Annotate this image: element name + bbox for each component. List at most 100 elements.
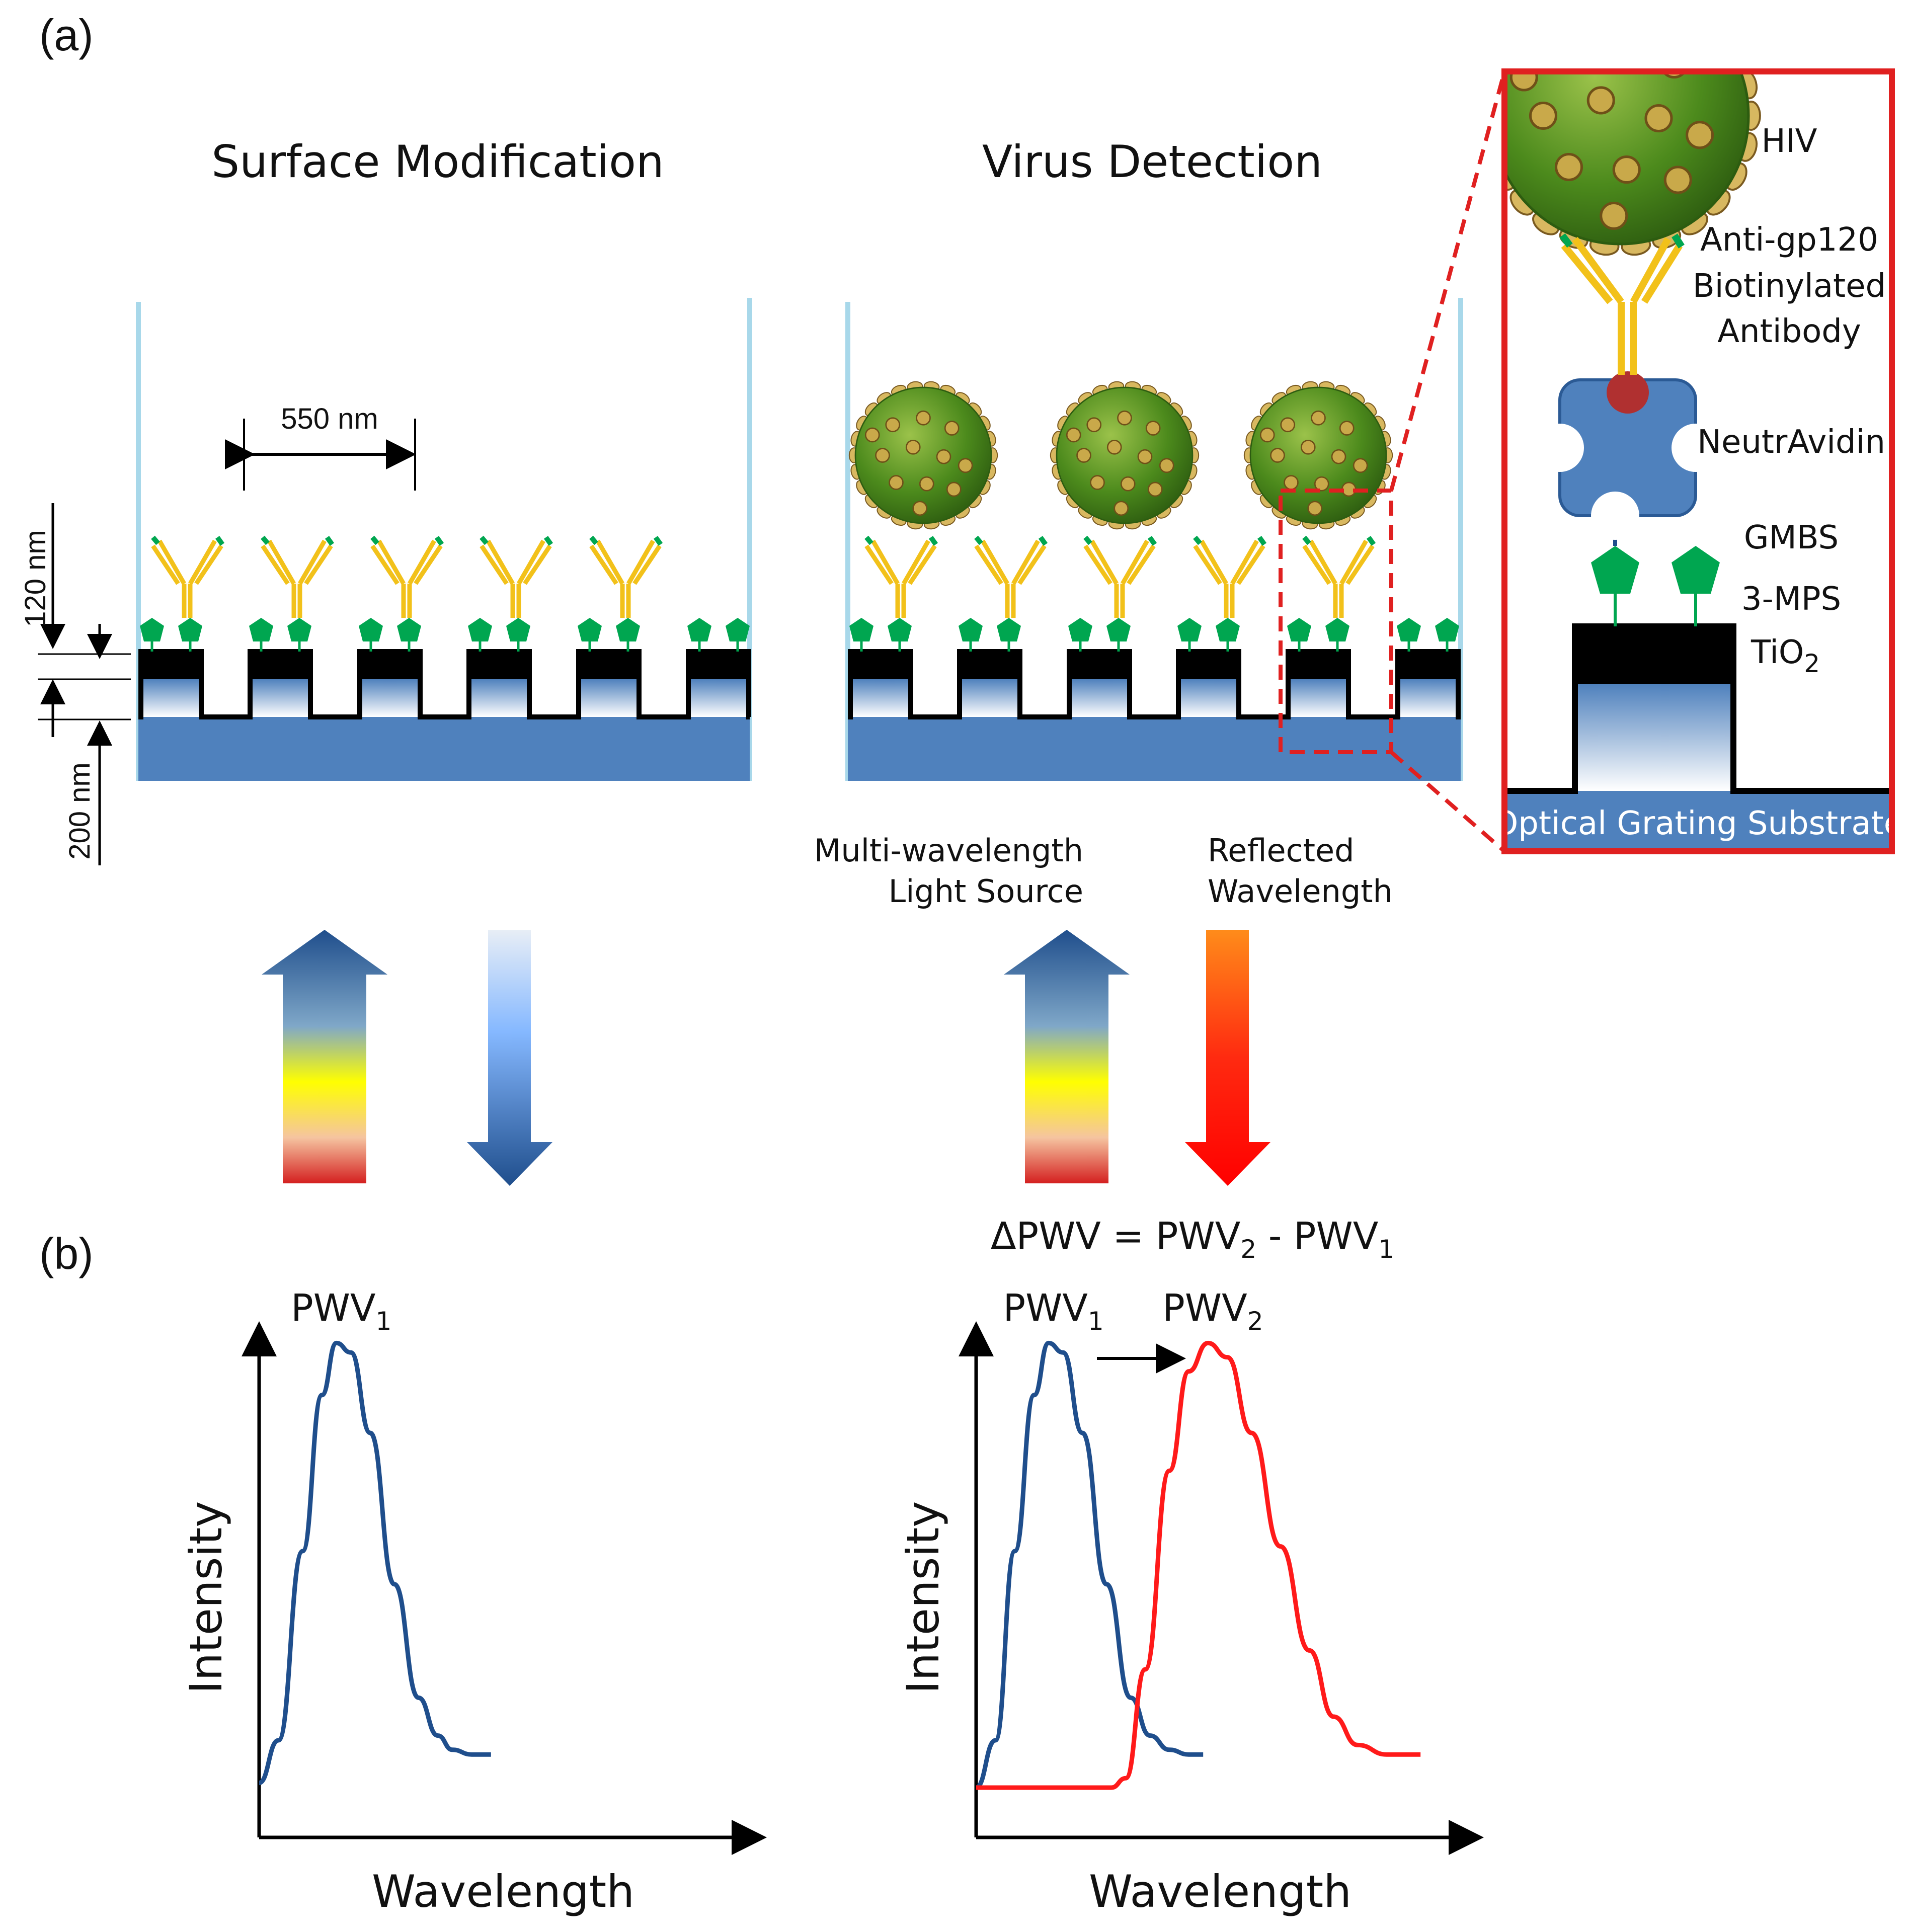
tio2-cap: [1178, 652, 1239, 679]
linker: [468, 618, 492, 652]
tio2-cap: [579, 652, 639, 679]
peak-label-text: PWV: [1162, 1286, 1247, 1330]
peak-label-2: PWV2: [1162, 1286, 1263, 1336]
reflected-light-arrow-left: [467, 930, 552, 1186]
tio2-cap: [1398, 652, 1458, 679]
spectrum-series-1: [975, 1340, 1204, 1790]
surface-modification-title: Surface Modification: [211, 136, 664, 188]
biotinylated-antibody: [1559, 233, 1685, 375]
zoom-line-top: [1389, 70, 1506, 492]
incident-light-arrow-right: [1004, 930, 1130, 1183]
grating-post: [690, 679, 747, 717]
linker-row-left: [140, 618, 750, 652]
zoom-line-bottom: [1390, 750, 1506, 853]
hiv-virus-large: [1504, 71, 1761, 256]
x-axis-label: Wavelength: [372, 1866, 634, 1917]
optical-grating-left: [138, 649, 751, 781]
hiv-virus: [1243, 381, 1393, 530]
equation-sub2: 2: [1240, 1235, 1256, 1264]
tio2-cap: [960, 652, 1020, 679]
series-layer: [258, 1340, 491, 1786]
antibody: [261, 535, 335, 618]
dimension-200nm: 200 nm: [38, 718, 131, 865]
linker: [287, 618, 311, 652]
tio2-cap: [469, 652, 529, 679]
dimension-120nm: 120 nm: [19, 503, 131, 737]
left-sensor-well: [136, 298, 752, 781]
grating-post: [1180, 679, 1237, 717]
antibody: [974, 535, 1048, 618]
substrate-base: [848, 717, 1461, 781]
y-axis-label: Intensity: [180, 1501, 232, 1694]
peak-label-subscript: 2: [1247, 1307, 1263, 1336]
antibody: [864, 535, 938, 618]
light-source-label-line2: Light Source: [889, 873, 1083, 910]
optical-grating-right: [848, 649, 1461, 781]
tio2-cap: [360, 652, 420, 679]
hiv-virus: [848, 381, 998, 530]
tio2-cap: [250, 652, 310, 679]
linker: [959, 618, 983, 652]
spectrum-series-1: [258, 1340, 491, 1786]
linker: [359, 618, 383, 652]
linker: [578, 618, 602, 652]
spectrum-series-2: [976, 1340, 1421, 1790]
reflected-label-line2: Wavelength: [1208, 873, 1393, 910]
dim-550nm-label: 550 nm: [281, 403, 378, 435]
grating-post: [143, 679, 199, 717]
peak-label-layer: PWV1: [291, 1286, 391, 1336]
dimension-550nm: 550 nm: [225, 403, 416, 491]
antibody-label-line1: Anti-gp120: [1700, 221, 1878, 259]
x-axis-label: Wavelength: [1089, 1866, 1352, 1917]
grating-post: [252, 679, 308, 717]
zoom-region-box: [1279, 489, 1393, 754]
neutravidin-label: NeutrAvidin: [1697, 424, 1885, 461]
peak-label-1: PWV1: [1003, 1286, 1103, 1336]
grating-profile: [848, 649, 1461, 719]
virus-detection-title: Virus Detection: [982, 136, 1322, 188]
linker: [1287, 618, 1311, 652]
dim-200nm-label: 200 nm: [63, 762, 96, 859]
grating-post: [362, 679, 418, 717]
substrate-base: [138, 717, 750, 781]
right-sensor-well: [845, 298, 1463, 781]
linker: [249, 618, 273, 652]
peak-label-1: PWV1: [291, 1286, 391, 1336]
inset-zoom-panel: HIV Anti-gp120 Biotinylated Antibody Neu…: [1493, 68, 1903, 854]
y-axis-label: Intensity: [897, 1501, 949, 1694]
tio2-cap: [850, 652, 911, 679]
spectrum-chart-left: Wavelength Intensity PWV1: [180, 1286, 767, 1917]
linker: [178, 618, 202, 652]
antibody-row-left: [151, 535, 663, 618]
antibody-row-right: [864, 535, 1376, 618]
linker: [1068, 618, 1092, 652]
tio2-cap: [141, 652, 201, 679]
linker: [140, 618, 164, 652]
tio2-label: TiO2: [1751, 634, 1820, 678]
linker: [1216, 618, 1240, 652]
panel-a-label: (a): [39, 10, 94, 60]
linker: [997, 618, 1021, 652]
dim-120nm-label: 120 nm: [19, 530, 52, 627]
grating-post: [852, 679, 909, 717]
substrate-label: Optical Grating Substrate: [1493, 805, 1903, 842]
substrate-layer: [1504, 791, 1892, 851]
series-layer: [975, 1340, 1421, 1790]
tio2-cap: [1069, 652, 1130, 679]
reflected-light-arrow-right: [1185, 930, 1270, 1186]
equation-lhs: ΔPWV = PWV: [991, 1215, 1241, 1258]
linker: [506, 618, 530, 652]
incident-light-arrow-left: [262, 930, 387, 1183]
tio2-layer: [1575, 626, 1733, 684]
linker: [687, 618, 711, 652]
antibody: [151, 535, 225, 618]
equation-sub1: 1: [1378, 1235, 1394, 1264]
hiv-label: HIV: [1762, 123, 1817, 160]
antibody: [1193, 535, 1267, 618]
antibody: [589, 535, 663, 618]
grating-post: [1578, 684, 1730, 791]
tio2-subscript: 2: [1804, 649, 1820, 678]
mps-label: 3-MPS: [1741, 581, 1841, 618]
antibody: [480, 535, 553, 618]
